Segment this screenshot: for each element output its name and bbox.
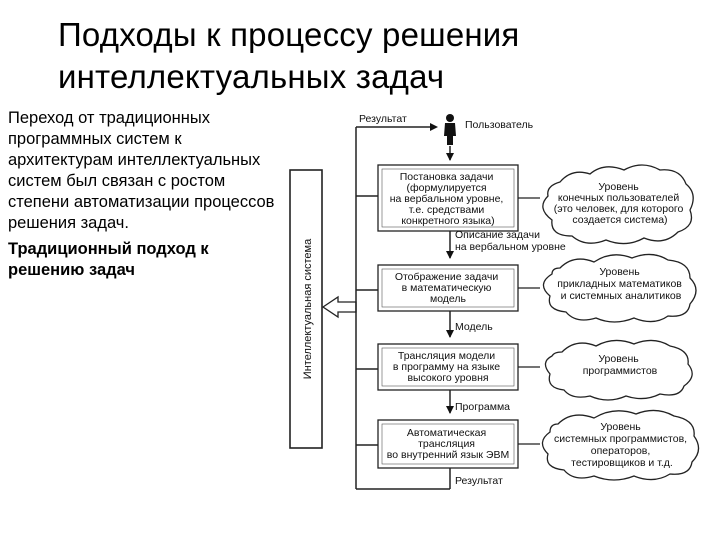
body-text: Переход от традиционных программных сист… (8, 108, 278, 286)
intro-paragraph: Переход от традиционных программных сист… (8, 109, 275, 232)
title-line-2: интеллектуальных задач (58, 58, 445, 95)
intelligent-system-label: Интеллектуальная система (302, 238, 314, 379)
svg-text:Трансляция модели в прог: Трансляция модели в программу на языке в… (393, 350, 503, 384)
cloud-applied-math: Уровень прикладных математиков и системн… (542, 253, 697, 323)
slide-title: Подходы к процессу решения интеллектуаль… (58, 14, 698, 98)
process-box-1: Постановка задачи (формулируется на верб… (377, 164, 519, 232)
bottom-result-label: Результат (455, 475, 503, 487)
intelligent-system-box (289, 169, 323, 449)
top-result-label: Результат (359, 113, 407, 125)
hollow-arrow-icon (321, 295, 357, 319)
svg-text:Автоматическая трансляци: Автоматическая трансляция во внутренний … (387, 427, 509, 461)
user-label: Пользователь (465, 119, 534, 131)
process-box-3: Трансляция модели в программу на языке в… (377, 343, 519, 391)
cloud-end-users: Уровень конечных пользователей (это чело… (542, 164, 694, 245)
svg-text:Уровень программистов: Уровень программистов (583, 353, 658, 377)
svg-text:Уровень прикладных матем: Уровень прикладных математиков и системн… (557, 266, 685, 302)
svg-text:Уровень системных програ: Уровень системных программистов, операто… (554, 421, 690, 469)
arrow-right-icon (430, 123, 438, 131)
bold-subheading: Традиционный подход к решению задач (8, 240, 209, 279)
title-line-1: Подходы к процессу решения (58, 16, 520, 53)
flow-label-2: Модель (455, 321, 493, 333)
flow-label-1: Описание задачи на вербальном уровне (455, 229, 566, 253)
svg-text:Постановка задачи (форму: Постановка задачи (формулируется на верб… (390, 171, 507, 227)
svg-text:Отображение задачи в мат: Отображение задачи в математическую моде… (395, 271, 501, 305)
flow-label-3: Программа (455, 401, 510, 413)
cloud-programmers: Уровень программистов (544, 339, 693, 401)
process-box-2: Отображение задачи в математическую моде… (377, 264, 519, 312)
svg-text:Уровень конечных пользов: Уровень конечных пользователей (это чело… (554, 181, 687, 226)
process-box-4: Автоматическая трансляция во внутренний … (377, 419, 519, 469)
cloud-system-programmers: Уровень системных программистов, операто… (541, 409, 700, 481)
user-icon (444, 114, 456, 145)
